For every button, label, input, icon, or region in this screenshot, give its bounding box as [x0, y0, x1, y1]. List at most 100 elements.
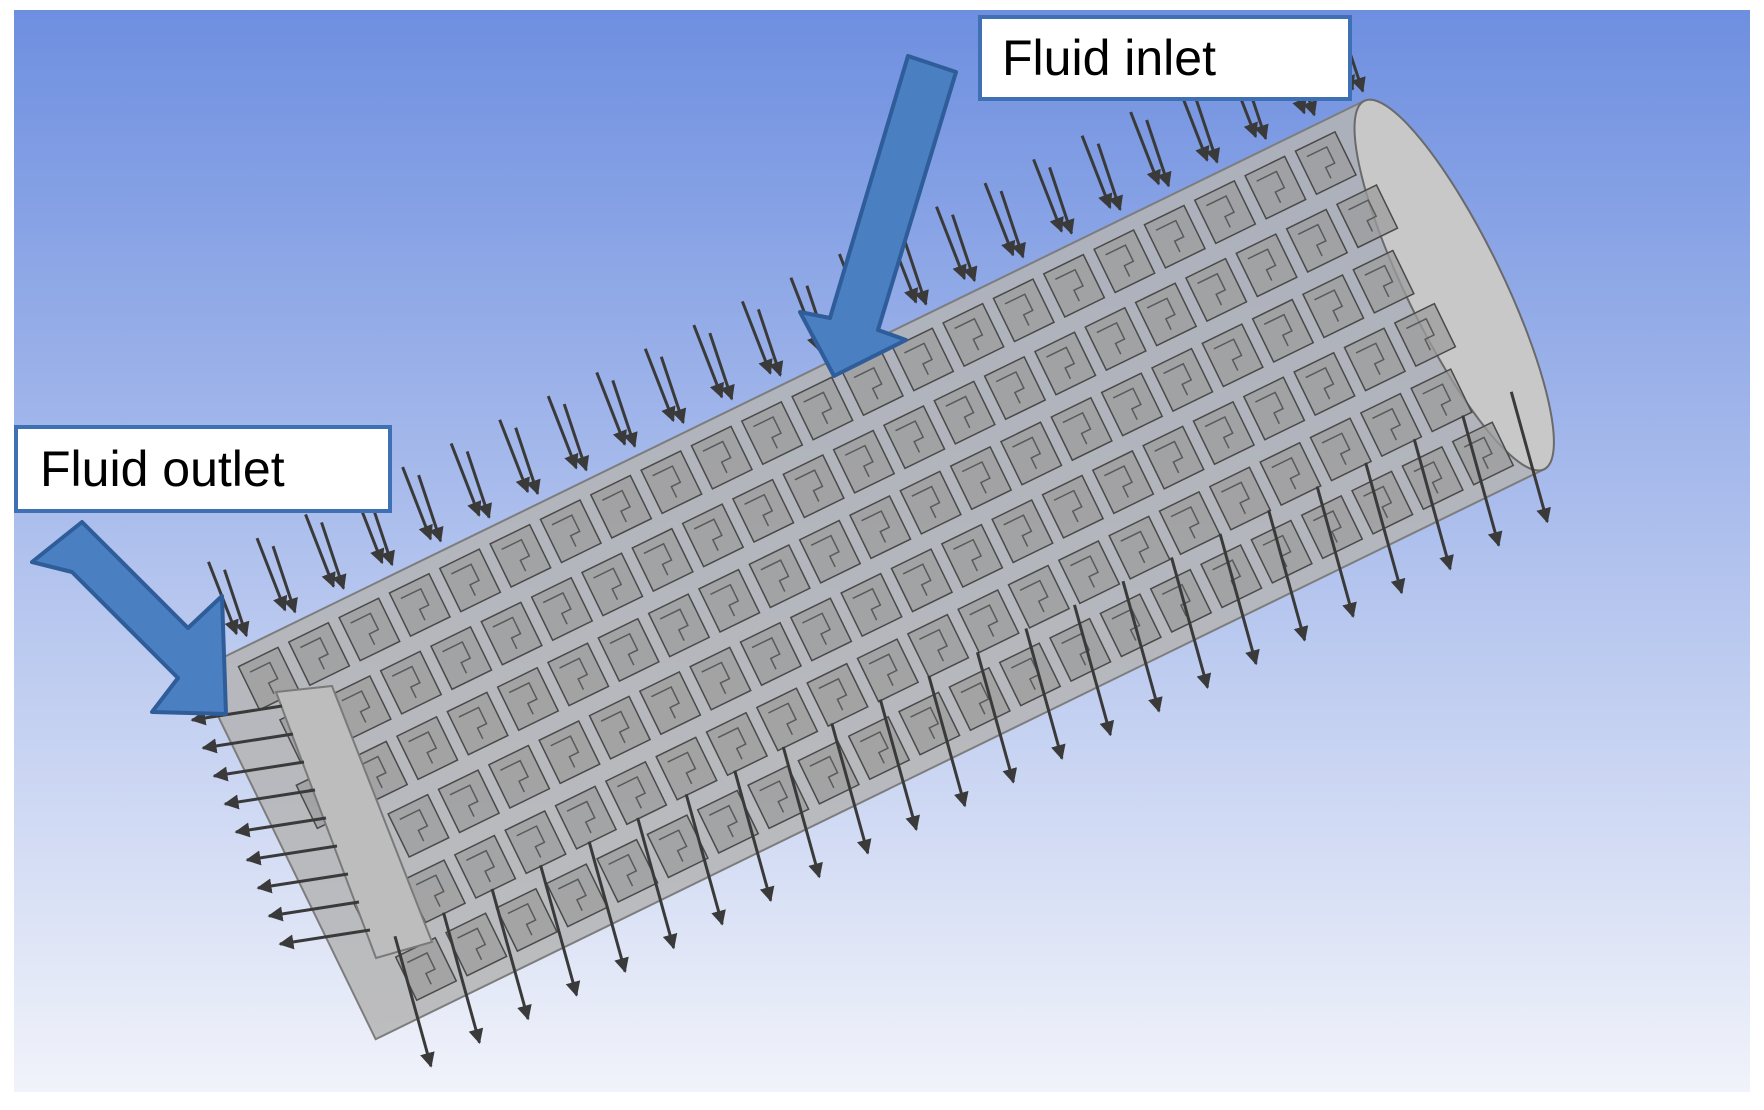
fin-block: [1251, 298, 1315, 363]
fin-block: [690, 425, 754, 490]
fin-block: [689, 646, 752, 711]
fin-block: [1393, 302, 1457, 368]
flow-vector: [830, 722, 872, 855]
fin-block: [580, 552, 644, 617]
flow-vector: [975, 651, 1018, 784]
fin-block: [1091, 449, 1155, 515]
flow-vector: [417, 474, 444, 543]
flow-vector: [1193, 95, 1221, 164]
fin-block: [791, 376, 854, 441]
fin-block: [840, 572, 903, 638]
fin-block: [647, 593, 711, 658]
fin-block: [1285, 208, 1349, 273]
fin-block: [538, 719, 601, 785]
flow-vector: [781, 746, 823, 879]
flow-vector: [223, 788, 316, 810]
fin-block: [998, 642, 1062, 707]
fin-block: [546, 642, 610, 707]
fin-block: [655, 736, 718, 801]
fin-block: [545, 863, 609, 928]
flow-vector: [740, 300, 773, 375]
flow-vector: [245, 844, 338, 866]
flow-vector: [611, 379, 638, 448]
flow-vector: [1121, 580, 1163, 713]
flow-vector: [733, 770, 775, 903]
flow-vector: [1412, 438, 1454, 571]
fin-block: [1100, 372, 1164, 437]
fin-block: [705, 711, 769, 777]
flow-vector: [267, 900, 360, 922]
fin-block: [949, 445, 1013, 511]
fin-block: [588, 695, 652, 760]
flow-vector: [320, 521, 347, 590]
fin-block: [1410, 368, 1473, 433]
fin-block: [1335, 184, 1399, 249]
flow-vector: [1048, 166, 1075, 235]
fin-block: [1149, 568, 1213, 634]
flow-vector: [278, 928, 371, 950]
flow-vector: [1315, 486, 1357, 618]
fin-block: [530, 576, 594, 642]
flow-vector: [708, 332, 735, 401]
flow-vector: [756, 308, 784, 377]
flow-vector: [1096, 143, 1123, 212]
flow-vector: [1461, 415, 1503, 547]
flow-vector: [1509, 391, 1551, 524]
fin-block: [1049, 617, 1112, 683]
fin-block: [841, 351, 905, 417]
flow-vector: [1080, 135, 1113, 210]
fin-block: [1208, 466, 1272, 531]
fin-block: [1359, 392, 1423, 458]
fin-block: [681, 503, 745, 568]
fin-block: [983, 355, 1047, 421]
flow-vector: [546, 395, 579, 470]
fin-block: [495, 887, 558, 953]
fin-block: [1007, 564, 1071, 629]
fin-block: [898, 691, 961, 756]
fin-block: [1259, 441, 1322, 507]
flow-vector: [1032, 158, 1064, 233]
flow-vector: [1170, 557, 1212, 689]
flow-vector: [449, 442, 482, 517]
flow-vector: [951, 214, 978, 283]
fin-block: [1050, 396, 1113, 462]
flow-vector: [659, 356, 687, 425]
fin-block: [388, 572, 452, 638]
fin-block: [1201, 323, 1264, 388]
fin-block: [906, 613, 970, 679]
fin-block: [1401, 445, 1464, 511]
fin-block: [789, 597, 853, 662]
fin-block: [891, 327, 955, 392]
outlet-flow-vectors: [190, 704, 371, 950]
fin-block: [797, 740, 860, 805]
fin-block: [1158, 490, 1222, 556]
flow-vector: [636, 817, 678, 950]
fin-block: [1343, 327, 1407, 392]
flow-vector: [684, 793, 726, 926]
fin-block: [504, 809, 567, 875]
fin-block: [437, 769, 501, 834]
fin-block: [1293, 351, 1356, 417]
fin-block: [1150, 347, 1214, 413]
flow-vector: [1073, 604, 1115, 737]
fin-block: [597, 617, 660, 683]
flow-vector: [878, 699, 920, 831]
fin-block: [798, 519, 862, 584]
fin-block: [856, 638, 920, 703]
flow-vector: [234, 816, 327, 838]
fluid-inlet-label: Fluid inlet: [978, 15, 1352, 101]
fin-block: [638, 670, 702, 736]
fin-block: [1093, 229, 1156, 294]
fin-block: [596, 838, 659, 904]
fin-block: [1184, 257, 1248, 323]
fin-block: [899, 470, 962, 535]
flow-vector: [1218, 533, 1260, 666]
fin-block: [942, 302, 1005, 368]
flow-vector: [1267, 509, 1309, 642]
fin-block: [740, 400, 804, 466]
fin-block: [847, 715, 911, 781]
flow-vector: [983, 182, 1016, 257]
fin-block: [438, 548, 502, 613]
fin-block: [1300, 494, 1364, 560]
